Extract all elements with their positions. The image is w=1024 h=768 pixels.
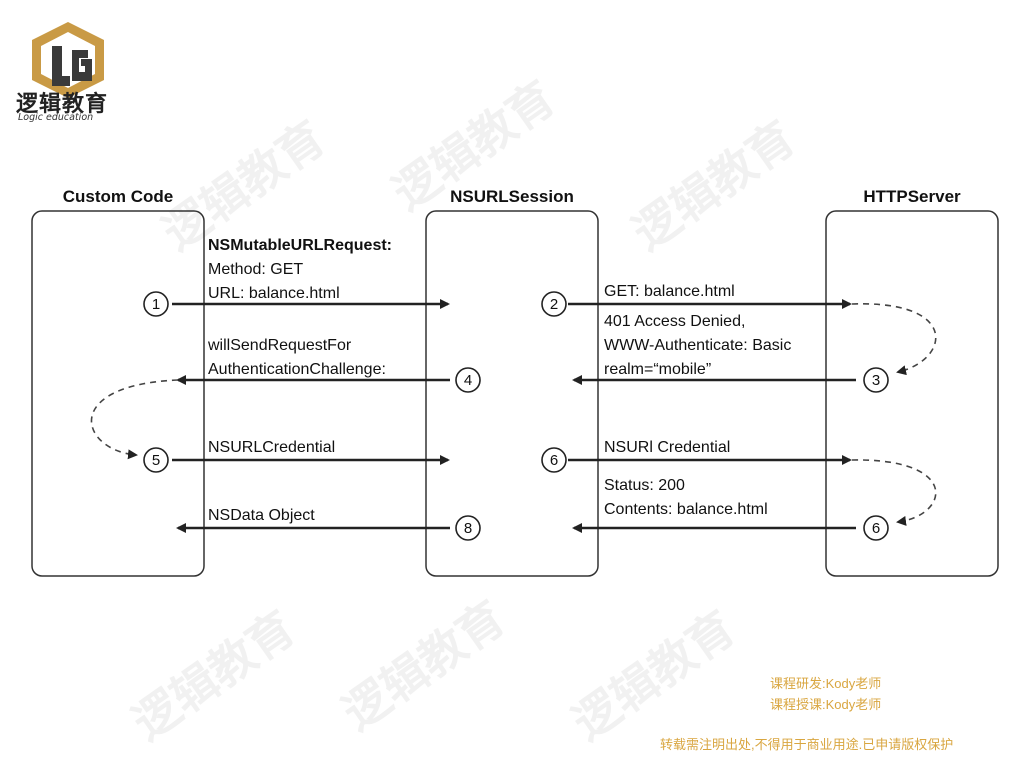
label-request-url: URL: balance.html (208, 285, 340, 302)
label-nsdata: NSData Object (208, 507, 315, 524)
logo-subtext: Logic education (18, 112, 94, 123)
label-will-send-1: willSendRequestFor (207, 337, 352, 354)
step-circle-3 (863, 367, 889, 393)
step-number-5: 5 (152, 452, 160, 469)
label-request-method: Method: GET (208, 261, 303, 278)
label-access-denied-3: realm=“mobile” (604, 361, 711, 378)
label-access-denied-1: 401 Access Denied, (604, 313, 745, 330)
column-header-custom-code: Custom Code (63, 187, 174, 206)
step-number-1: 1 (152, 296, 160, 313)
step-number-6-left: 6 (550, 452, 558, 469)
label-status: Status: 200 (604, 477, 685, 494)
step-circle-6-right (863, 515, 889, 541)
step-number-4: 4 (464, 372, 472, 389)
step-circle-2 (541, 291, 567, 317)
step-circle-4 (455, 367, 481, 393)
label-get-balance: GET: balance.html (604, 283, 735, 300)
lg-hexagon-logo-icon (32, 22, 104, 98)
logo-text: 逻辑教育 (16, 92, 109, 117)
dashed-curve-right-top (851, 303, 937, 376)
lane-nsurlsession (425, 210, 599, 577)
label-will-send-2: AuthenticationChallenge: (208, 361, 386, 378)
step-circle-1 (143, 291, 169, 317)
label-access-denied-2: WWW-Authenticate: Basic (604, 337, 791, 354)
label-contents: Contents: balance.html (604, 501, 768, 518)
step-number-2: 2 (550, 296, 558, 313)
course-instructor: 课程授课:Kody老师 (770, 697, 882, 712)
column-header-nsurlsession: NSURLSession (450, 187, 574, 206)
dashed-curve-left (90, 379, 179, 460)
column-header-httpserver: HTTPServer (863, 187, 961, 206)
step-number-8: 8 (464, 520, 472, 537)
copyright-notice: 转载需注明出处,不得用于商业用途.已申请版权保护 (660, 737, 954, 752)
step-circle-8 (455, 515, 481, 541)
label-credential-right: NSURl Credential (604, 439, 730, 456)
step-number-3: 3 (872, 372, 880, 389)
label-credential-left: NSURLCredential (208, 439, 335, 456)
lane-httpserver (825, 210, 999, 577)
dashed-curve-right-bottom (851, 459, 937, 526)
step-circle-6-left (541, 447, 567, 473)
lane-custom-code (31, 210, 205, 577)
step-number-6-right: 6 (872, 520, 880, 537)
course-author: 课程研发:Kody老师 (770, 676, 882, 691)
label-request-title: NSMutableURLRequest: (208, 237, 392, 254)
step-circle-5 (143, 447, 169, 473)
